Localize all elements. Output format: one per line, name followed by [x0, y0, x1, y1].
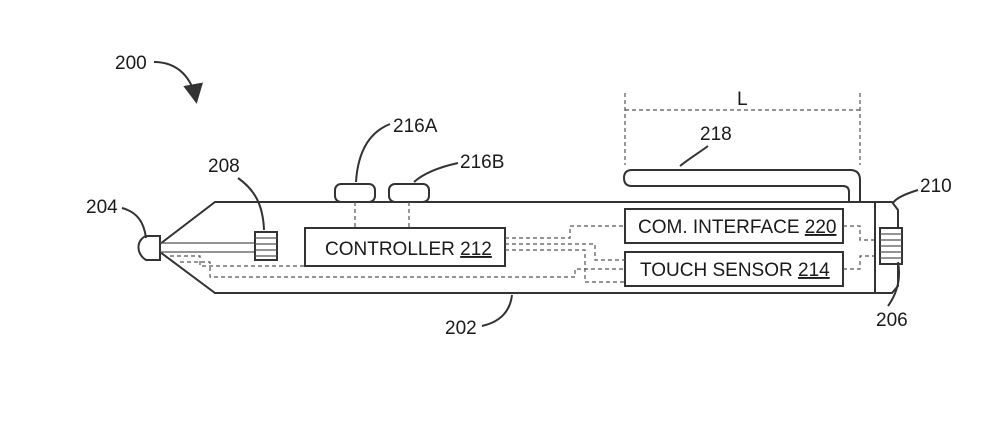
leader-218 [679, 145, 709, 167]
ref-label-216b: 216B [460, 152, 504, 173]
ref-label-218: 218 [700, 124, 732, 145]
leader-208 [237, 177, 265, 231]
controller-label: CONTROLLER 212 [325, 239, 492, 260]
com-interface-box [624, 208, 844, 244]
ref-label-208: 208 [208, 156, 240, 177]
leader-206 [887, 261, 901, 307]
figure-label-200: 200 [115, 53, 147, 74]
figure-arrow-200 [153, 61, 203, 104]
stylus-clip [622, 169, 861, 202]
tip-sensor-coils [255, 237, 277, 257]
leader-204 [121, 207, 147, 239]
leader-210 [892, 189, 919, 204]
controller-box [304, 227, 506, 267]
leader-202 [481, 294, 513, 327]
dimension-l-label: L [737, 89, 748, 110]
tip-sensor [254, 231, 278, 261]
ref-label-206: 206 [876, 310, 908, 331]
touch-sensor-label: TOUCH SENSOR 214 [640, 260, 830, 281]
com-interface-label: COM. INTERFACE 220 [638, 217, 837, 238]
ref-label-210: 210 [920, 176, 952, 197]
stylus-tip [137, 235, 161, 261]
side-button-b [388, 183, 430, 203]
end-sensor-coils [880, 233, 902, 259]
ref-label-204: 204 [86, 197, 118, 218]
leader-216a [355, 123, 391, 183]
internal-wiring [170, 225, 885, 283]
leader-216b [413, 162, 459, 183]
ref-label-216a: 216A [393, 116, 438, 137]
side-button-a [334, 183, 376, 203]
ref-label-202: 202 [445, 318, 477, 339]
